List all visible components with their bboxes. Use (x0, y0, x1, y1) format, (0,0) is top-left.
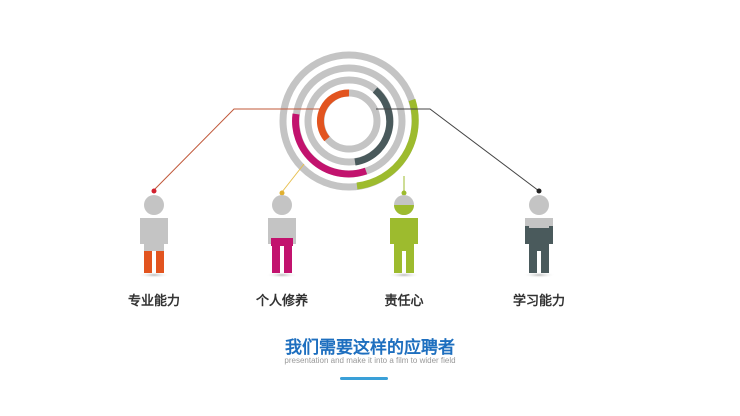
title-underline (340, 377, 388, 380)
connector-lines (153, 108, 540, 193)
page-subtitle: presentation and make it into a film to … (284, 356, 456, 365)
figure-1 (138, 195, 170, 278)
figure-2 (266, 195, 298, 278)
figure-3 (388, 195, 420, 278)
concentric-rings (279, 51, 419, 191)
page-title: 我们需要这样的应聘者 (285, 338, 455, 358)
label-professional-ability: 专业能力 (127, 294, 180, 309)
figure-4 (523, 195, 555, 278)
label-responsibility: 责任心 (384, 294, 424, 309)
label-personal-cultivation: 个人修养 (255, 294, 308, 309)
label-learning-ability: 学习能力 (512, 294, 565, 309)
